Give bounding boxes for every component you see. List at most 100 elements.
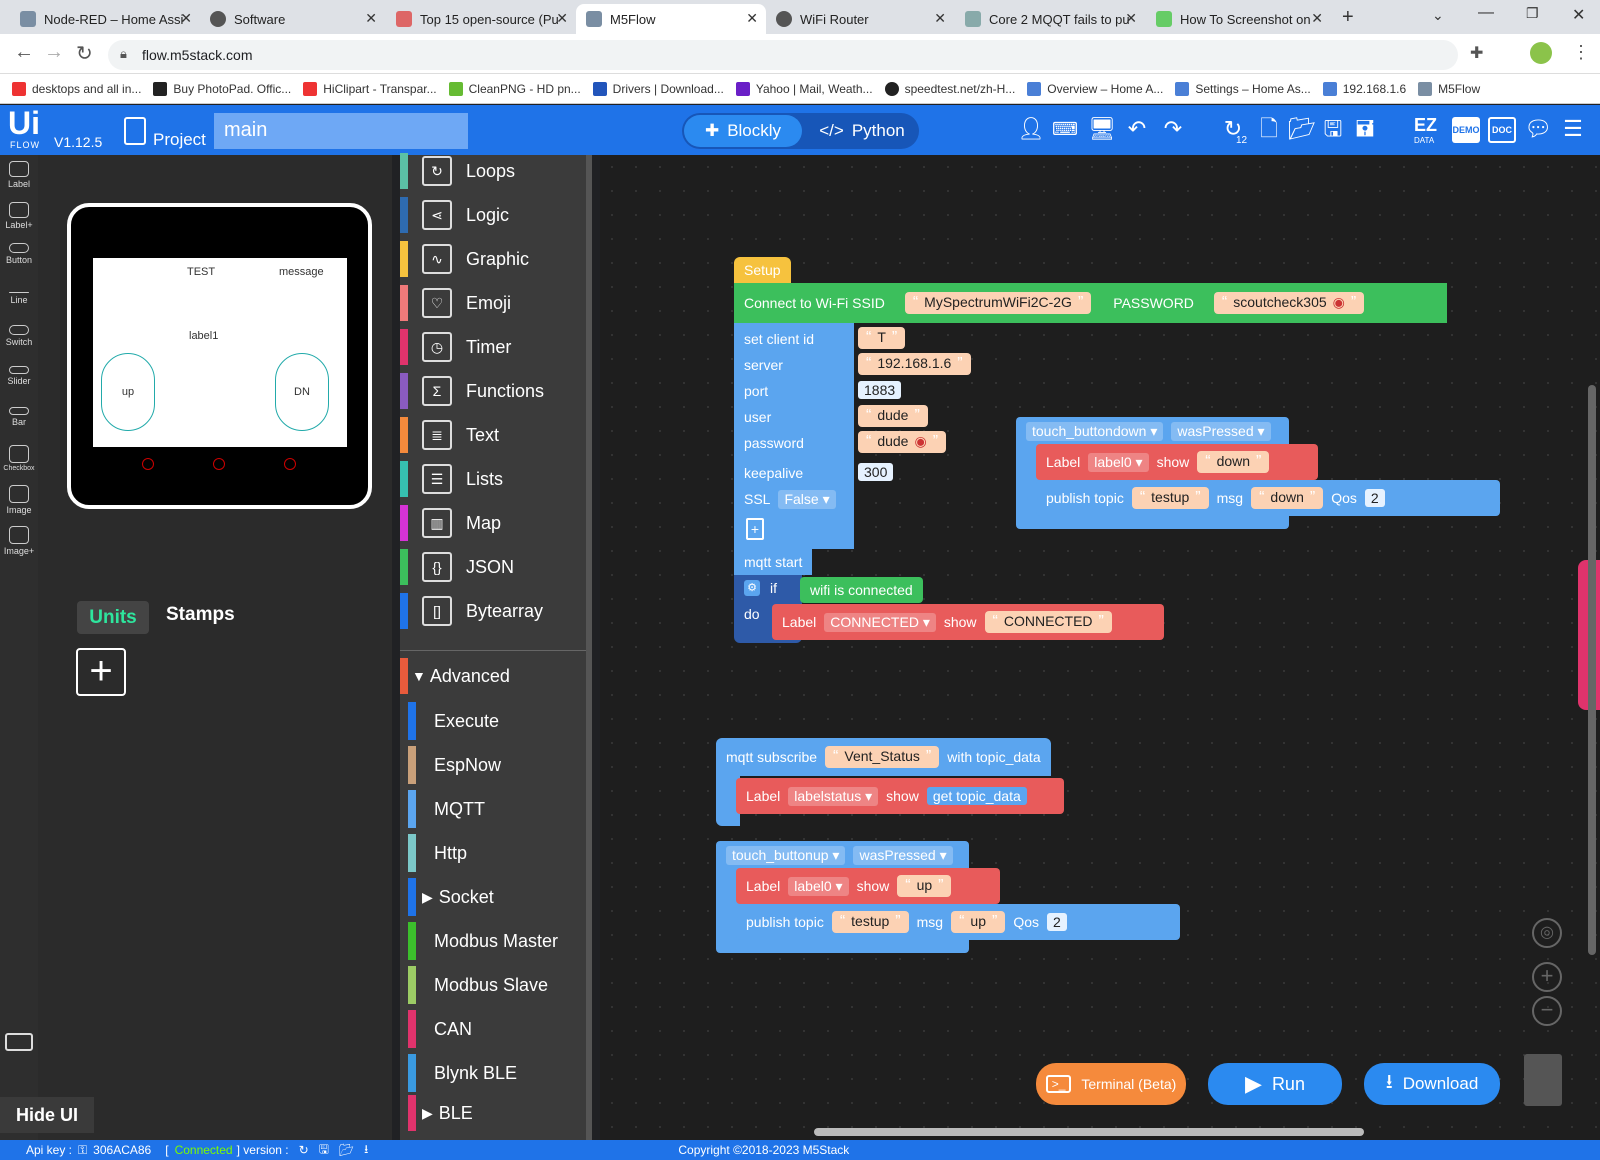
workspace-hscroll[interactable] — [814, 1128, 1364, 1136]
device-screen[interactable]: TEST message label1 up DN — [93, 258, 347, 447]
browser-tab-active[interactable]: M5Flow✕ — [576, 4, 766, 34]
redo-icon[interactable]: ↷ — [1163, 116, 1183, 141]
menu-icon[interactable]: ☰ — [1563, 116, 1583, 141]
save-icon[interactable]: 🖫︎ — [318, 1141, 329, 1156]
bookmark[interactable]: speedtest.net/zh-H... — [884, 81, 1015, 96]
hide-ui-button[interactable]: Hide UI — [0, 1097, 94, 1133]
bookmark[interactable]: Yahoo | Mail, Weath... — [735, 81, 873, 96]
forward-icon[interactable]: → — [44, 41, 64, 63]
terminal-button[interactable]: >_Terminal (Beta) — [1036, 1063, 1186, 1105]
rail-item-image[interactable]: Image — [0, 485, 38, 515]
bookmark[interactable]: Drivers | Download... — [592, 81, 724, 96]
units-tab[interactable]: Units — [77, 601, 149, 634]
close-icon[interactable]: ✕ — [180, 10, 192, 26]
gear-icon[interactable]: ⚙ — [744, 580, 760, 596]
ssl-dropdown[interactable]: False ▾ — [778, 489, 836, 509]
qos-number[interactable]: 2 — [1364, 489, 1385, 507]
zoom-out-icon[interactable]: − — [1532, 996, 1562, 1026]
zoom-in-icon[interactable]: + — [1532, 962, 1562, 992]
bookmark[interactable]: desktops and all in... — [12, 81, 141, 96]
browser-tab[interactable]: Top 15 open-source (Pu✕ — [386, 4, 576, 34]
bookmark[interactable]: HiClipart - Transpar... — [303, 81, 437, 96]
close-icon[interactable]: ✕ — [746, 10, 758, 26]
new-file-icon[interactable]: 🗋︎ — [1260, 116, 1278, 141]
project-icon[interactable] — [124, 117, 146, 145]
browser-tab[interactable]: How To Screenshot on✕ — [1146, 4, 1331, 34]
folder-icon[interactable]: 📂︎ — [338, 1143, 355, 1157]
event-dropdown[interactable]: wasPressed ▾ — [1171, 421, 1271, 441]
user-icon[interactable]: 👤︎ — [1017, 116, 1045, 141]
browser-tab[interactable]: Node-RED – Home Assi✕ — [10, 4, 200, 34]
category-json[interactable]: {}JSON — [400, 545, 592, 589]
new-tab-icon[interactable]: + — [1342, 6, 1354, 28]
topic-string[interactable]: testup — [831, 911, 909, 933]
event-dropdown[interactable]: wasPressed ▾ — [853, 845, 953, 865]
rail-item-checkbox[interactable]: Checkbox — [0, 445, 38, 472]
rail-item-button[interactable]: Button — [0, 243, 38, 265]
mqtt-init-block[interactable] — [734, 323, 854, 549]
undo-icon[interactable]: ↶ — [1127, 116, 1147, 141]
touch-dropdown[interactable]: touch_buttonup ▾ — [726, 845, 846, 865]
screen-label-message[interactable]: message — [279, 266, 324, 278]
category-lists[interactable]: ☰Lists — [400, 457, 592, 501]
advanced-can[interactable]: CAN — [408, 1007, 592, 1051]
category-scrollbar[interactable] — [586, 155, 592, 1140]
wifi-connected-block[interactable]: wifi is connected — [800, 577, 923, 603]
demo-button[interactable]: DEMO — [1452, 117, 1480, 143]
refresh-icon[interactable]: ↻ — [298, 1143, 309, 1157]
screen-button-up[interactable]: up — [101, 353, 155, 431]
back-icon[interactable]: ← — [14, 41, 34, 63]
mqtt-start-block[interactable]: mqtt start — [734, 549, 813, 575]
topic-string[interactable]: testup — [1131, 487, 1209, 509]
rail-item-label[interactable]: Label — [0, 161, 38, 189]
qos-number[interactable]: 2 — [1047, 913, 1067, 931]
device-button-a[interactable] — [142, 458, 154, 470]
rail-item-image-plus[interactable]: Image+ — [0, 526, 38, 556]
label-dropdown[interactable]: label0 ▾ — [1088, 452, 1149, 472]
rail-item-bar[interactable]: Bar — [0, 407, 38, 427]
category-graphic[interactable]: ∿Graphic — [400, 237, 592, 281]
publish-block[interactable]: publish topictestupmsgdownQos2 — [1036, 480, 1500, 516]
workspace-vscroll[interactable] — [1588, 385, 1596, 955]
download-button[interactable]: ⭳Download — [1364, 1063, 1500, 1105]
project-name-input[interactable]: main — [214, 113, 468, 149]
screen-label-test[interactable]: TEST — [187, 266, 216, 278]
window-close-icon[interactable]: ✕ — [1572, 7, 1586, 24]
password-string[interactable]: scoutcheck305◉ — [1213, 292, 1365, 314]
keepalive-number[interactable]: 300 — [858, 463, 894, 481]
client-id-string[interactable]: T — [858, 327, 906, 349]
rail-item-slider[interactable]: Slider — [0, 366, 38, 386]
restore-icon[interactable]: ❐ — [1526, 5, 1539, 21]
advanced-mqtt[interactable]: MQTT — [408, 787, 592, 831]
run-button[interactable]: ▶Run — [1208, 1063, 1342, 1105]
setup-block[interactable]: Setup — [734, 257, 791, 283]
blockly-tab[interactable]: ✚Blockly — [684, 115, 802, 147]
keyboard-icon[interactable]: ⌨ — [1052, 119, 1078, 139]
add-item-icon[interactable]: + — [746, 518, 764, 540]
open-folder-icon[interactable]: 📂︎ — [1288, 116, 1316, 141]
bookmark[interactable]: Buy PhotoPad. Offic... — [153, 81, 291, 96]
advanced-socket[interactable]: ▶Socket — [408, 875, 592, 919]
label-dropdown[interactable]: CONNECTED ▾ — [824, 612, 936, 632]
close-icon[interactable]: ✕ — [934, 10, 946, 26]
mqtt-password-string[interactable]: dude◉ — [858, 431, 947, 453]
label-dropdown[interactable]: labelstatus ▾ — [788, 786, 879, 806]
url-field[interactable]: 🔒︎flow.m5stack.com — [108, 40, 1458, 70]
eye-icon[interactable]: ◉ — [1332, 294, 1345, 310]
mqtt-subscribe-block[interactable]: mqtt subscribeVent_Statuswith topic_data — [716, 738, 1051, 776]
extensions-icon[interactable]: ✚ — [1470, 45, 1484, 62]
msg-string[interactable]: down — [1251, 487, 1324, 509]
close-icon[interactable]: ✕ — [1311, 10, 1323, 26]
save-as-icon[interactable]: 🖬︎ — [1355, 116, 1375, 141]
browser-tab[interactable]: WiFi Router✕ — [766, 4, 954, 34]
browser-tab[interactable]: Core 2 MQQT fails to pu✕ — [955, 4, 1145, 34]
label-dropdown[interactable]: label0 ▾ — [788, 876, 849, 896]
minimize-icon[interactable]: — — [1478, 4, 1494, 21]
save-icon[interactable]: 🖫︎ — [1323, 116, 1343, 141]
advanced-ble[interactable]: ▶BLE — [408, 1095, 592, 1131]
touch-dropdown[interactable]: touch_buttondown ▾ — [1026, 421, 1164, 441]
rail-item-switch[interactable]: Switch — [0, 325, 38, 347]
device-button-c[interactable] — [284, 458, 296, 470]
